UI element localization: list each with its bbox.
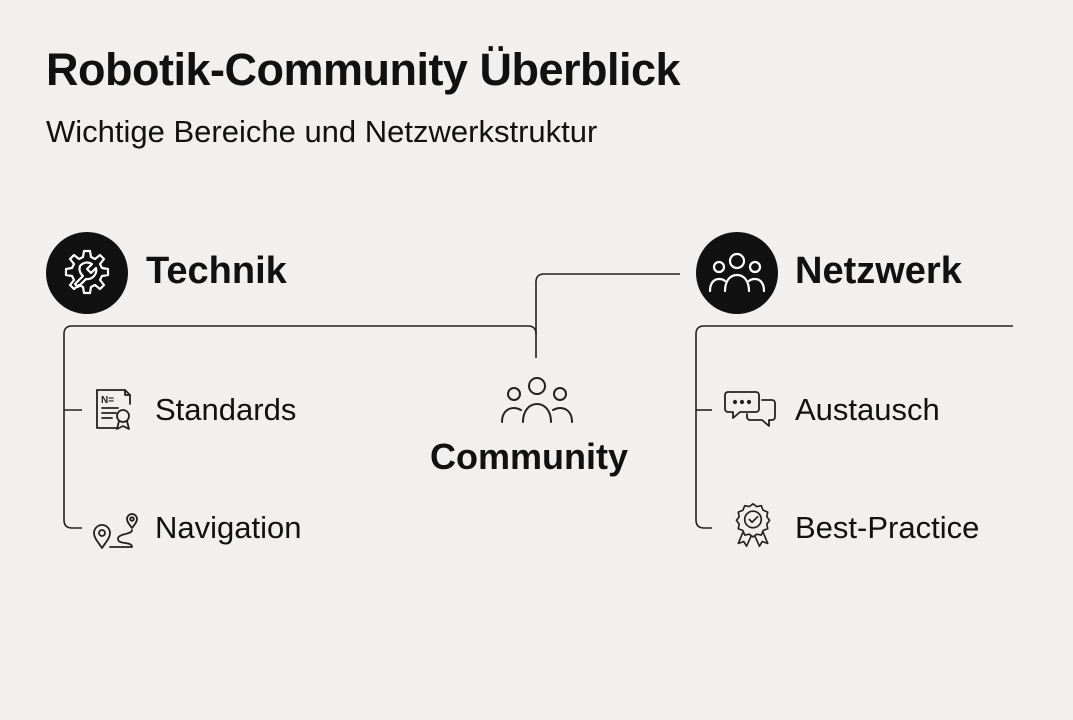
svg-text:N=: N= <box>101 395 114 406</box>
chat-bubbles-icon <box>724 391 776 427</box>
item-label-best-practice: Best-Practice <box>795 510 980 545</box>
certificate-document-icon: N= <box>96 389 131 430</box>
item-label-standards: Standards <box>155 392 297 427</box>
route-pin-icon <box>93 513 138 549</box>
item-label-austausch: Austausch <box>795 392 940 427</box>
gear-wrench-icon <box>46 232 128 314</box>
page-subtitle: Wichtige Bereiche und Netzwerkstruktur <box>46 114 598 149</box>
group-title-netzwerk: Netzwerk <box>795 250 962 292</box>
page-title: Robotik-Community Überblick <box>46 44 681 95</box>
group-title-technik: Technik <box>146 250 287 292</box>
people-icon <box>696 232 778 314</box>
community-label: Community <box>430 436 628 477</box>
award-badge-icon <box>735 503 771 547</box>
people-group-icon <box>501 377 573 423</box>
item-label-navigation: Navigation <box>155 510 302 545</box>
